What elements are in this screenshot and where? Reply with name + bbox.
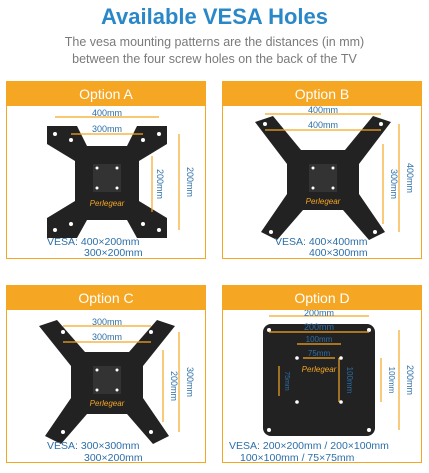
dim-width-inner: 300mm xyxy=(92,332,122,342)
option-d-vesa: VESA: 200×200mm / 200×100mm xyxy=(229,440,389,452)
page-title: Available VESA Holes xyxy=(100,4,328,29)
option-d-diagram: Perlegear 200mm 200mm 100mm 75mm 200mm 1… xyxy=(263,310,415,436)
page-subtitle: The vesa mounting patterns are the dista… xyxy=(0,34,429,68)
dim-width-tiny: 75mm xyxy=(308,349,331,358)
screw-holes xyxy=(53,132,161,232)
mount-plate xyxy=(263,324,375,436)
dim-height-small: 100mm xyxy=(345,367,354,394)
brand-logo: Perlegear xyxy=(306,197,341,206)
dim-width-outer: 200mm xyxy=(304,310,334,318)
option-a-vesa-line2: 300×200mm xyxy=(84,247,143,259)
dim-height-inner: 300mm xyxy=(389,169,399,199)
option-a-card: Option A Perlegear 400mm 300mm 200mm 200… xyxy=(6,81,206,259)
dim-height-inner: 200mm xyxy=(155,169,165,199)
dim-width-outer: 400mm xyxy=(92,108,122,118)
option-d-vesa-line2: 100×100mm / 75×75mm xyxy=(240,452,355,464)
option-b-header: Option B xyxy=(223,82,421,106)
option-b-card: Option B Perlegear 400mm 400mm 400mm 300… xyxy=(222,81,422,259)
subtitle-line-1: The vesa mounting patterns are the dista… xyxy=(64,35,365,49)
brand-logo: Perlegear xyxy=(302,365,337,374)
option-d-header: Option D xyxy=(223,286,421,310)
dim-height-outer: 400mm xyxy=(405,163,415,193)
option-b-vesa-line2: 400×300mm xyxy=(309,247,368,259)
option-a-vesa: VESA: 400×200mm xyxy=(47,236,140,248)
dim-height-outer: 300mm xyxy=(185,367,195,397)
option-b-vesa: VESA: 400×400mm xyxy=(275,236,368,248)
dim-width-inner: 300mm xyxy=(92,124,122,134)
brand-logo: Perlegear xyxy=(90,399,125,408)
screw-holes xyxy=(61,330,153,434)
option-c-vesa-line2: 300×200mm xyxy=(84,452,143,464)
option-c-card: Option C Perlegear 300mm 300mm 300mm 200… xyxy=(6,285,206,463)
option-b-diagram: Perlegear 400mm 400mm 400mm 300mm xyxy=(255,106,415,240)
brand-logo: Perlegear xyxy=(90,199,125,208)
option-a-diagram: Perlegear 400mm 300mm 200mm 200mm xyxy=(47,108,195,238)
option-d-card: Option D Perlegear 200mm 200mm 100mm 75m… xyxy=(222,285,422,463)
option-c-diagram: Perlegear 300mm 300mm 300mm 200mm xyxy=(39,317,195,444)
dim-width-outer: 300mm xyxy=(92,317,122,327)
subtitle-line-2: between the four screw holes on the back… xyxy=(72,52,357,66)
option-c-header: Option C xyxy=(7,286,205,310)
dim-height-inner: 200mm xyxy=(169,371,179,401)
dim-width-small: 100mm xyxy=(306,335,333,344)
dim-height-outer: 200mm xyxy=(185,167,195,197)
dim-width-outer: 400mm xyxy=(308,106,338,115)
screw-holes xyxy=(263,122,383,234)
dim-height-inner: 100mm xyxy=(387,367,396,394)
screw-holes xyxy=(267,328,371,432)
option-a-header: Option A xyxy=(7,82,205,106)
dim-width-inner: 400mm xyxy=(308,120,338,130)
dim-height-outer: 200mm xyxy=(405,365,415,395)
dim-height-tiny: 75mm xyxy=(283,371,290,391)
option-c-vesa: VESA: 300×300mm xyxy=(47,440,140,452)
dim-width-inner: 200mm xyxy=(304,322,334,332)
